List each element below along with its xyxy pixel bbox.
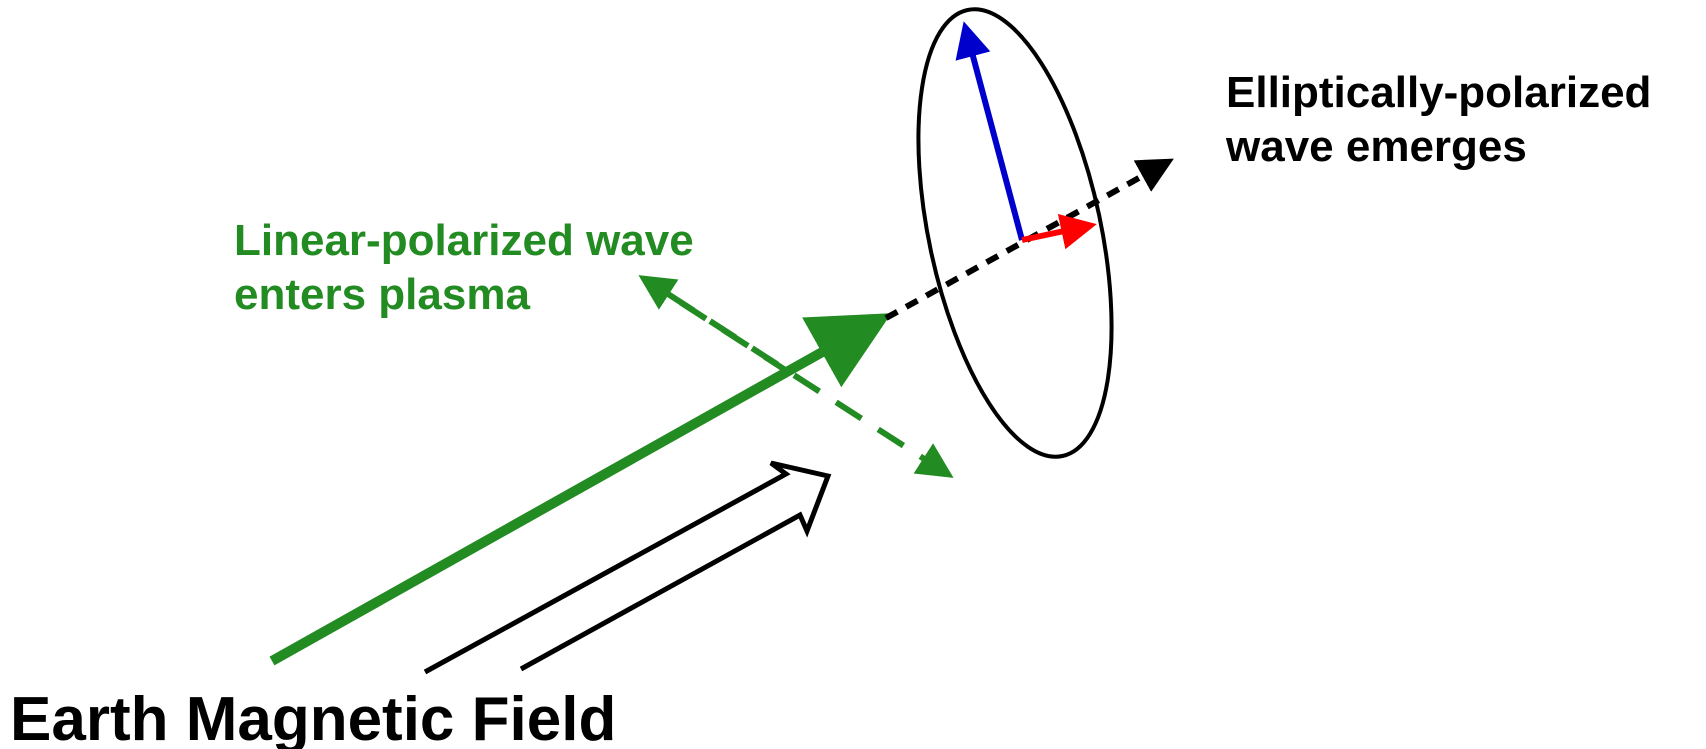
elliptic-wave-label-line1: Elliptically-polarized [1226, 68, 1652, 117]
outgoing-wave-arrow [884, 158, 1174, 321]
earth-magnetic-field-label: Earth Magnetic Field [10, 685, 617, 749]
linear-wave-label-line2: enters plasma [234, 269, 530, 319]
earth-magnetic-field-arrow [423, 460, 832, 675]
red-field-vector [1021, 213, 1097, 250]
polarization-ellipse [916, 7, 1114, 459]
incoming-wave-arrow [269, 313, 892, 666]
elliptic-wave-label: Elliptically-polarized wave emerges [1226, 66, 1651, 173]
linear-wave-label: Linear-polarized wave enters plasma [234, 214, 694, 321]
linear-wave-label-line1: Linear-polarized wave [234, 216, 694, 265]
elliptic-wave-label-line2: wave emerges [1226, 121, 1527, 171]
blue-field-vector [955, 21, 1025, 241]
linear-polarization-arrow [666, 291, 954, 478]
linear-polarization-arrow-back [638, 275, 792, 376]
